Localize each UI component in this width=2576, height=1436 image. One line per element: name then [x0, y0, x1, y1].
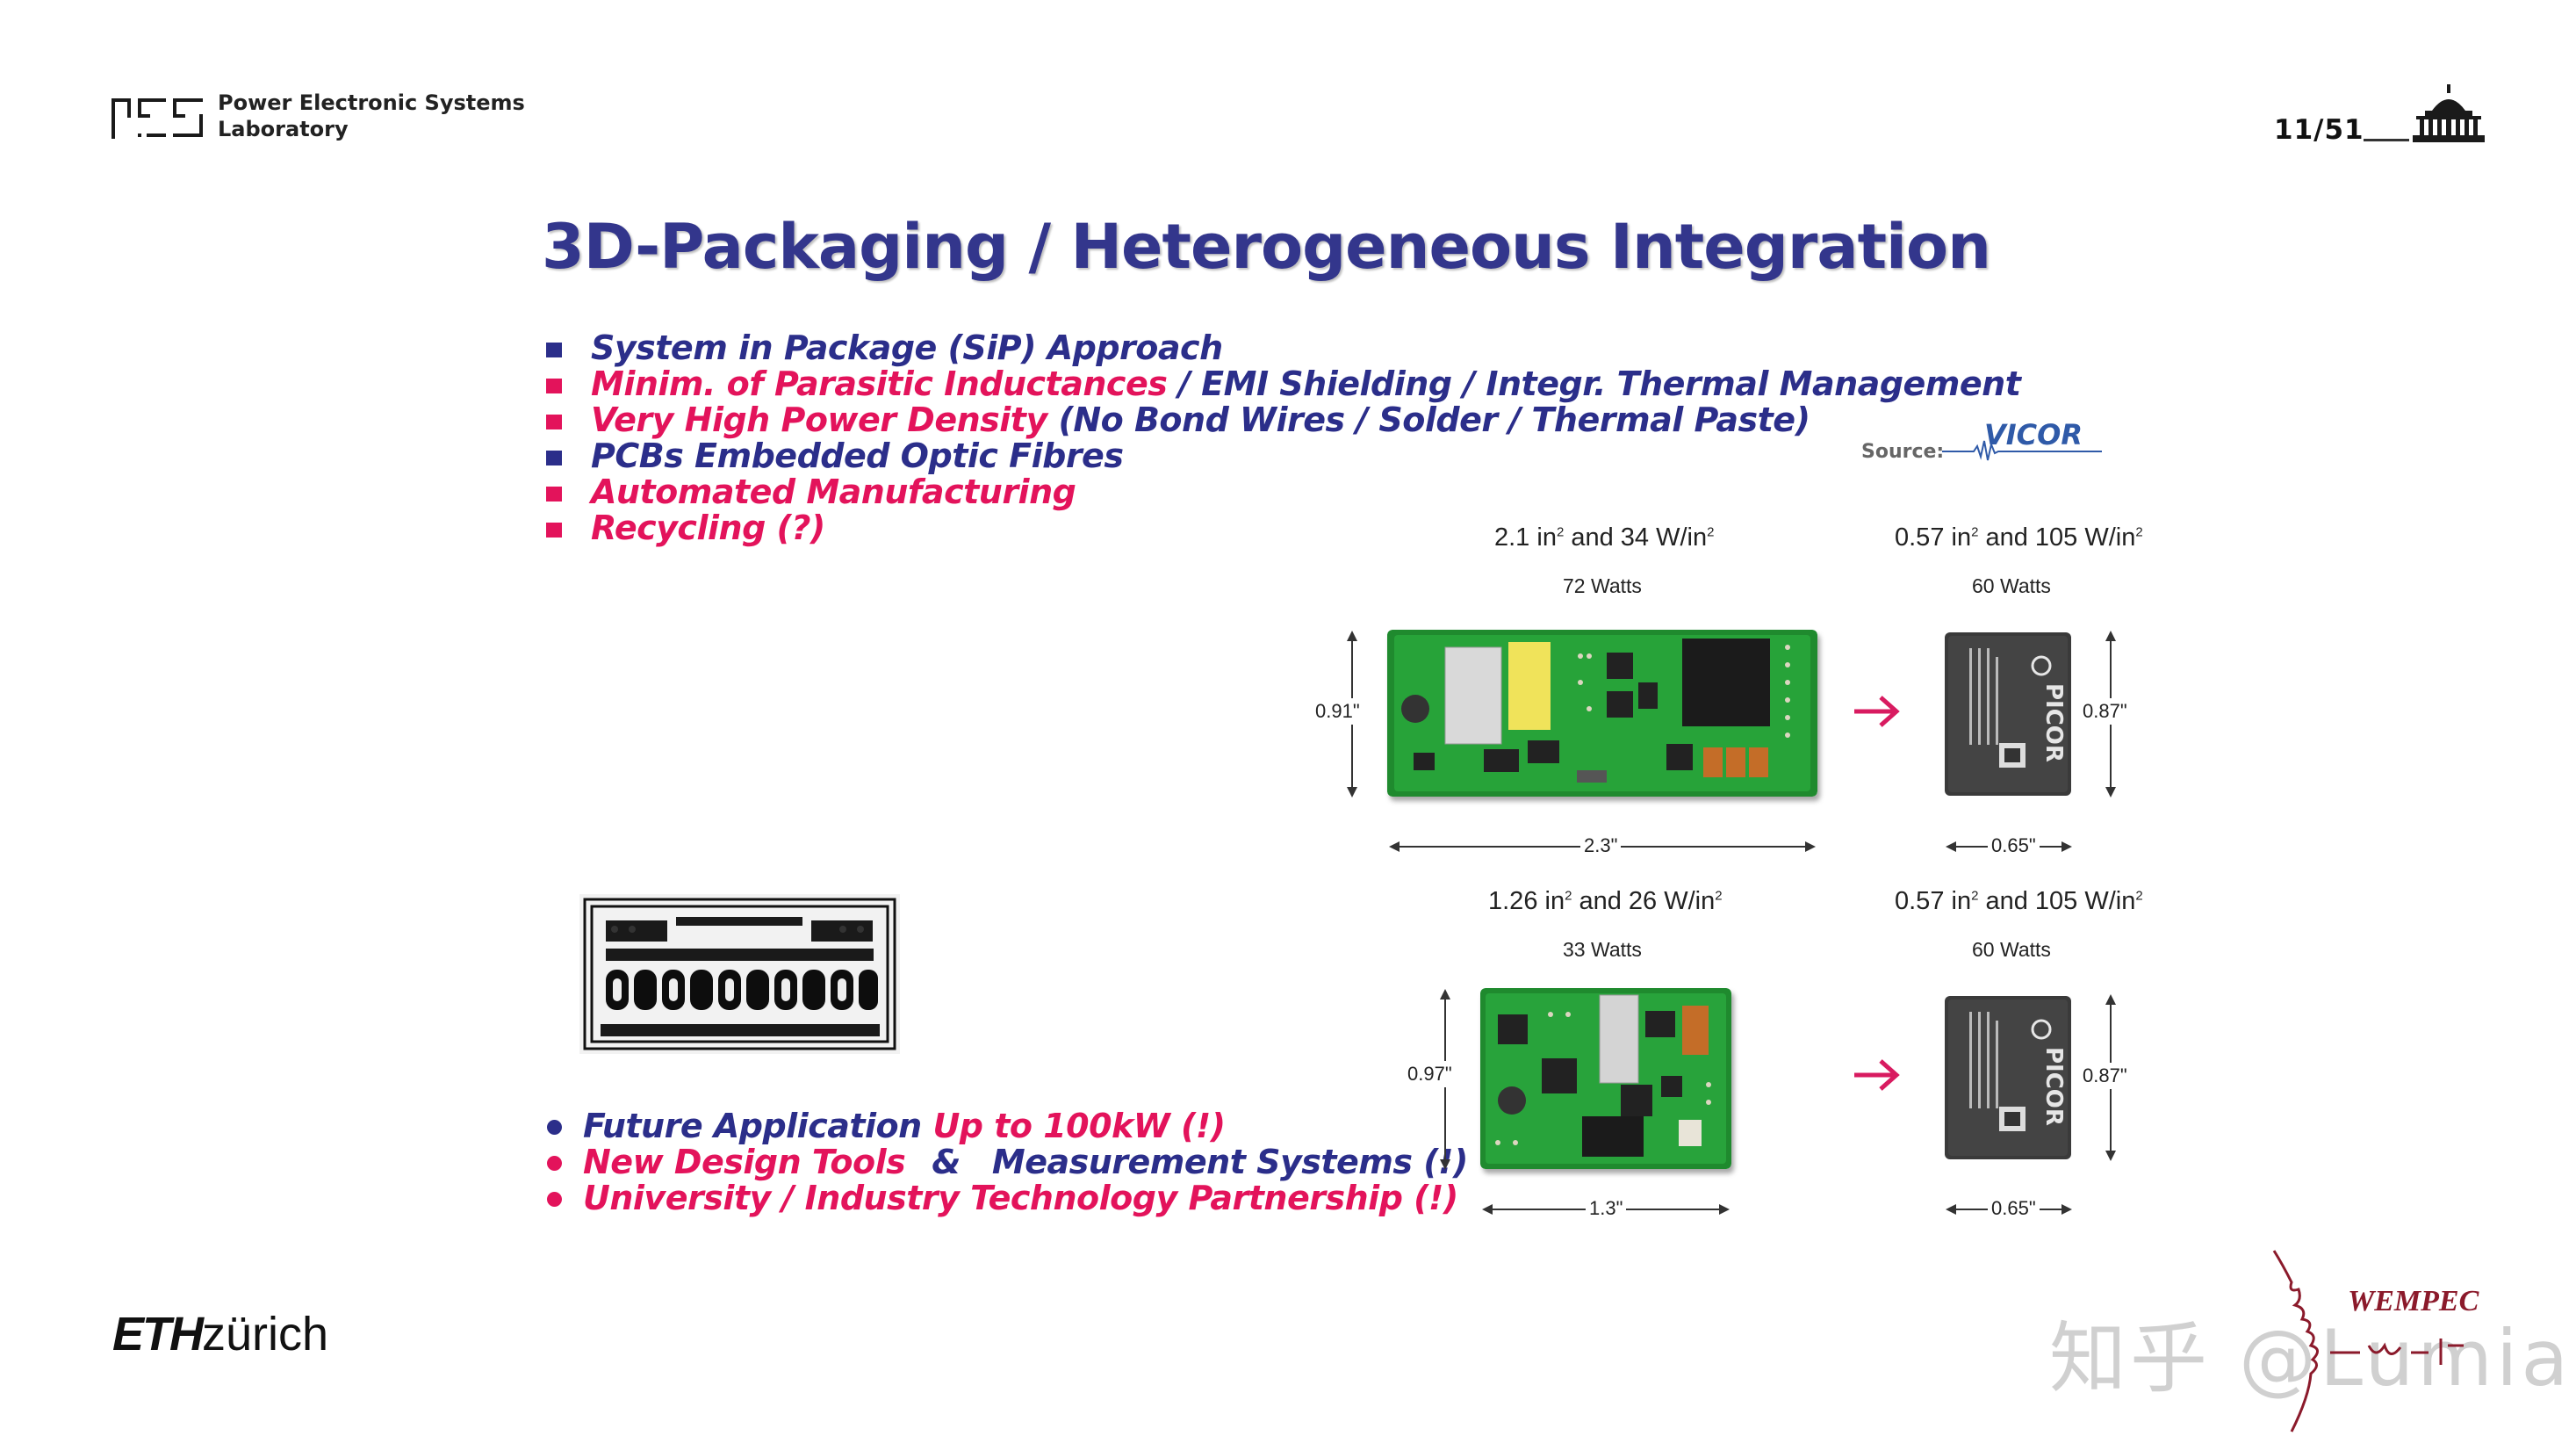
- row1-left-width-label: 2.3": [1580, 834, 1622, 857]
- building-icon: [2413, 84, 2485, 142]
- sup: 2: [2135, 888, 2143, 904]
- row1-left-spec: 2.1 in2 and 34 W/in2: [1494, 523, 1714, 552]
- row2-right-width-label: 0.65": [1988, 1197, 2040, 1220]
- vicor-logo: VICOR: [1942, 418, 2102, 461]
- sup: 2: [1715, 888, 1723, 904]
- sup: 2: [1707, 524, 1715, 540]
- row1-left-watts: 72 Watts: [1563, 574, 1642, 597]
- bullet-text: Automated Manufacturing: [591, 473, 1076, 511]
- bullet-item: Future Application Up to 100kW (!): [543, 1108, 1468, 1144]
- round-bullet-icon: [547, 1156, 562, 1171]
- bullet-item: University / Industry Technology Partner…: [543, 1180, 1468, 1216]
- bullet-item: Minim. of Parasitic Inductances / EMI Sh…: [543, 364, 2021, 403]
- square-bullet-icon: [546, 523, 562, 538]
- bullet-text: Measurement Systems (!): [991, 1143, 1468, 1181]
- row1-pcb-board-image: [1387, 630, 1817, 797]
- page-number-rule: [2364, 139, 2409, 141]
- eth-logo-bold: ETH: [112, 1308, 204, 1360]
- row1-right-area: 0.57 in: [1895, 523, 1972, 552]
- row2-left-width-label: 1.3": [1586, 1197, 1627, 1220]
- row2-arrow-icon: [1854, 1059, 1900, 1091]
- wempec-text: WEMPEC: [2348, 1285, 2479, 1317]
- bullet-text: / EMI Shielding / Integr. Thermal Manage…: [1167, 364, 2021, 403]
- bullet-item: System in Package (SiP) Approach: [543, 330, 2020, 366]
- slide-title: 3D-Packaging / Heterogeneous Integration: [542, 211, 1991, 283]
- bullet-item: New Design Tools&Measurement Systems (!): [543, 1144, 1468, 1180]
- round-bullet-icon: [547, 1192, 562, 1207]
- vicor-waveform-icon: [1942, 440, 2102, 461]
- round-bullet-icon: [547, 1120, 562, 1135]
- row2-left-spec: 1.26 in2 and 26 W/in2: [1488, 887, 1723, 916]
- wempec-logo: WEMPEC: [2272, 1250, 2479, 1432]
- row1-right-density: and 105 W/in: [1978, 523, 2136, 552]
- bullet-text: PCBs Embedded Optic Fibres: [591, 437, 1124, 475]
- sup: 2: [1556, 524, 1565, 540]
- lab-name-line1: Power Electronic Systems: [218, 90, 525, 115]
- square-bullet-icon: [546, 451, 562, 465]
- bullet-item: PCBs Embedded Optic Fibres: [543, 438, 2020, 474]
- row1-right-width-label: 0.65": [1988, 834, 2040, 857]
- bullet-item: Very High Power Density (No Bond Wires /…: [543, 402, 2020, 438]
- row1-right-spec: 0.57 in2 and 105 W/in2: [1895, 523, 2143, 552]
- bullet-text: New Design Tools: [583, 1143, 906, 1181]
- bullet-text: (No Bond Wires / Solder / Thermal Paste): [1047, 400, 1810, 439]
- sup: 2: [2135, 524, 2143, 540]
- outlook-bullet-list: Future Application Up to 100kW (!)New De…: [543, 1108, 1468, 1216]
- row1-right-height-label: 0.87": [2083, 698, 2127, 725]
- bullet-text: &: [932, 1143, 961, 1181]
- row2-left-watts: 33 Watts: [1563, 938, 1642, 961]
- row1-left-area: 2.1 in: [1494, 523, 1557, 552]
- bullet-text: Minim. of Parasitic Inductances: [591, 364, 1168, 403]
- sup: 2: [1971, 524, 1979, 540]
- sup: 2: [1565, 888, 1572, 904]
- bullet-text: System in Package (SiP) Approach: [591, 328, 1223, 367]
- wempec-coil-icon: [2272, 1250, 2319, 1432]
- row1-picor-module-image: PICOR: [1945, 632, 2071, 796]
- row2-right-watts: 60 Watts: [1972, 938, 2051, 961]
- row2-right-spec: 0.57 in2 and 105 W/in2: [1895, 887, 2143, 916]
- row1-right-watts: 60 Watts: [1972, 574, 2051, 597]
- eth-zurich-logo: ETHzürich: [112, 1307, 328, 1361]
- row1-left-height-label: 0.91": [1315, 698, 1360, 725]
- bullet-text: Up to 100kW (!): [921, 1107, 1226, 1145]
- row2-left-area: 1.26 in: [1488, 887, 1565, 915]
- bullet-text: Future Application: [583, 1107, 922, 1145]
- row2-left-height-label: 0.97": [1407, 1061, 1452, 1087]
- row1-arrow-icon: [1854, 696, 1900, 727]
- square-bullet-icon: [546, 343, 562, 357]
- sup: 2: [1971, 888, 1979, 904]
- row2-left-density: and 26 W/in: [1572, 887, 1716, 915]
- row2-picor-module-image: PICOR: [1945, 996, 2071, 1159]
- xray-package-image: [579, 894, 900, 1054]
- row2-right-area: 0.57 in: [1895, 887, 1972, 915]
- bullet-item: Recycling (?): [543, 510, 2020, 546]
- row2-right-height-label: 0.87": [2083, 1063, 2127, 1089]
- bullet-text: Recycling (?): [591, 509, 825, 547]
- source-label: Source:: [1861, 441, 1945, 463]
- square-bullet-icon: [546, 415, 562, 429]
- row2-right-density: and 105 W/in: [1978, 887, 2136, 915]
- row2-pcb-board-image: [1480, 988, 1731, 1169]
- square-bullet-icon: [546, 487, 562, 502]
- bullet-text: University / Industry Technology Partner…: [583, 1179, 1458, 1217]
- bullet-text: Very High Power Density: [591, 400, 1047, 439]
- lab-name-line2: Laboratory: [218, 117, 349, 141]
- page-number: 11/51: [2274, 114, 2364, 146]
- pes-logo-icon: [112, 98, 203, 139]
- row2-module-brand: PICOR: [2040, 1047, 2067, 1126]
- row1-module-brand: PICOR: [2040, 683, 2067, 762]
- lab-name: Power Electronic Systems Laboratory: [218, 90, 525, 142]
- vicor-brand: VICOR: [1984, 418, 2083, 451]
- square-bullet-icon: [546, 379, 562, 393]
- eth-logo-light: zürich: [202, 1308, 329, 1360]
- bullet-item: Automated Manufacturing: [543, 474, 2020, 510]
- row1-left-density: and 34 W/in: [1564, 523, 1708, 552]
